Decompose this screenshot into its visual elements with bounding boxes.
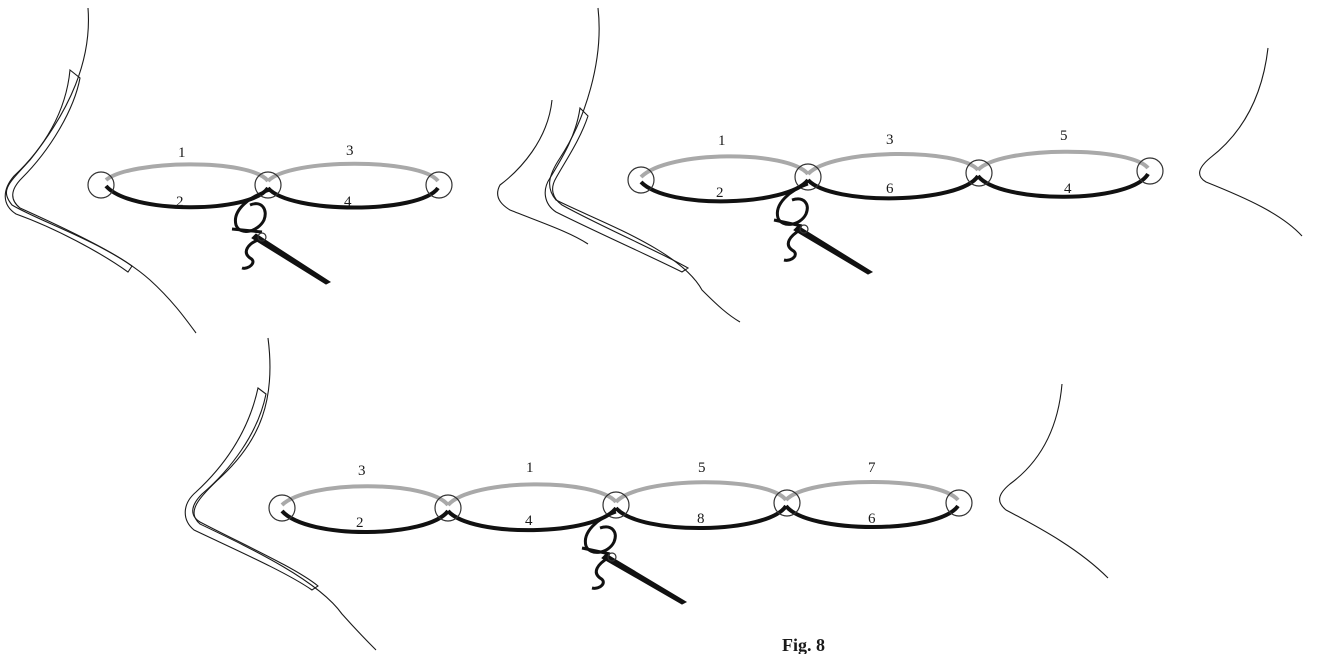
- panel-c-label-bottom-4: 6: [868, 511, 876, 527]
- panel-c-label-top-3: 5: [698, 460, 706, 476]
- panel-b-label-top-1: 1: [718, 133, 726, 149]
- panel-a-label-bottom-1: 2: [176, 194, 184, 210]
- panel-b-label-bottom-1: 2: [716, 185, 724, 201]
- panel-c-label-bottom-2: 4: [525, 513, 533, 529]
- face-profile-left: [4, 7, 197, 334]
- panel-c-label-top-4: 7: [868, 460, 876, 476]
- face-profile-left: [184, 337, 377, 651]
- panel-b-label-bottom-2: 6: [886, 181, 894, 197]
- needle-and-thread: [581, 510, 688, 605]
- needle-and-thread: [773, 182, 874, 275]
- face-profile-right: [999, 383, 1109, 579]
- panel-a: 1 3 2 4: [4, 7, 453, 334]
- suture-loops: [87, 161, 453, 210]
- needle-and-thread: [231, 188, 332, 285]
- panel-c-label-bottom-1: 2: [356, 515, 364, 531]
- panel-c-label-top-2: 1: [526, 460, 534, 476]
- panel-c-label-bottom-3: 8: [697, 511, 705, 527]
- panel-c: 3 1 5 7 2 4 8 6: [184, 337, 1109, 651]
- panel-c-label-top-1: 3: [358, 463, 366, 479]
- panel-b: 1 3 5 2 6 4: [497, 7, 1303, 323]
- panel-b-label-top-3: 5: [1060, 128, 1068, 144]
- panel-b-label-top-2: 3: [886, 132, 894, 148]
- panel-b-label-bottom-3: 4: [1064, 181, 1072, 197]
- figure-caption: Fig. 8: [782, 635, 825, 654]
- panel-a-label-top-2: 3: [346, 143, 354, 159]
- panel-a-label-bottom-2: 4: [344, 194, 352, 210]
- face-profile-right: [1199, 47, 1303, 237]
- suture-loops: [268, 480, 973, 534]
- panel-a-label-top-1: 1: [178, 145, 186, 161]
- suture-loops: [627, 149, 1164, 204]
- face-profile-left: [497, 7, 741, 323]
